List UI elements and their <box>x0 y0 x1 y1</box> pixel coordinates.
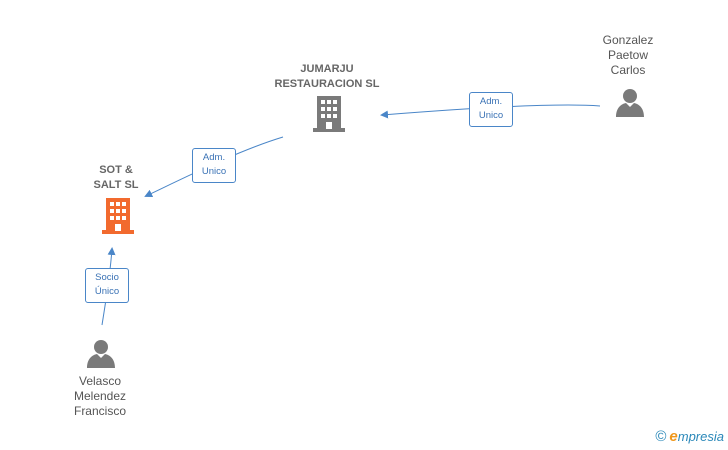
copyright-symbol: © <box>655 428 667 445</box>
company-name-line: RESTAURACION SL <box>274 78 380 90</box>
company-label-sot-salt[interactable]: SOT & SALT SL <box>66 163 166 193</box>
person-label-gonzalez[interactable]: Gonzalez Paetow Carlos <box>588 33 668 78</box>
company-name-line: SOT & <box>99 164 133 176</box>
person-icon[interactable] <box>86 339 116 369</box>
person-name-line: Paetow <box>607 48 649 62</box>
edge-role-line: Adm. <box>202 152 226 163</box>
company-name-line: SALT SL <box>93 179 139 191</box>
edge-role-line: Unico <box>201 166 227 177</box>
company-label-jumarju[interactable]: JUMARJU RESTAURACION SL <box>256 62 398 92</box>
empresia-brand[interactable]: © empresia <box>655 428 724 445</box>
person-name-line: Gonzalez <box>602 33 654 47</box>
edge-role-line: Socio <box>95 272 119 283</box>
edge-label-gonzalez-jumarju[interactable]: Adm. Unico <box>469 92 513 127</box>
person-name-line: Melendez <box>73 389 127 403</box>
edge-role-line: Único <box>94 286 120 297</box>
empresia-logo: empresia <box>669 428 724 445</box>
building-icon[interactable] <box>102 198 134 234</box>
edge-role-line: Adm. <box>479 96 503 107</box>
edge-label-velasco-sot[interactable]: Socio Único <box>85 268 129 303</box>
person-name-line: Velasco <box>78 374 122 388</box>
company-name-line: JUMARJU <box>300 63 354 75</box>
edge-label-jumarju-sot[interactable]: Adm. Unico <box>192 148 236 183</box>
person-label-velasco[interactable]: Velasco Melendez Francisco <box>59 374 141 419</box>
person-name-line: Francisco <box>73 404 126 418</box>
building-icon[interactable] <box>313 96 345 132</box>
person-name-line: Carlos <box>610 63 646 77</box>
edge-role-line: Unico <box>478 110 504 121</box>
person-icon[interactable] <box>615 88 645 118</box>
